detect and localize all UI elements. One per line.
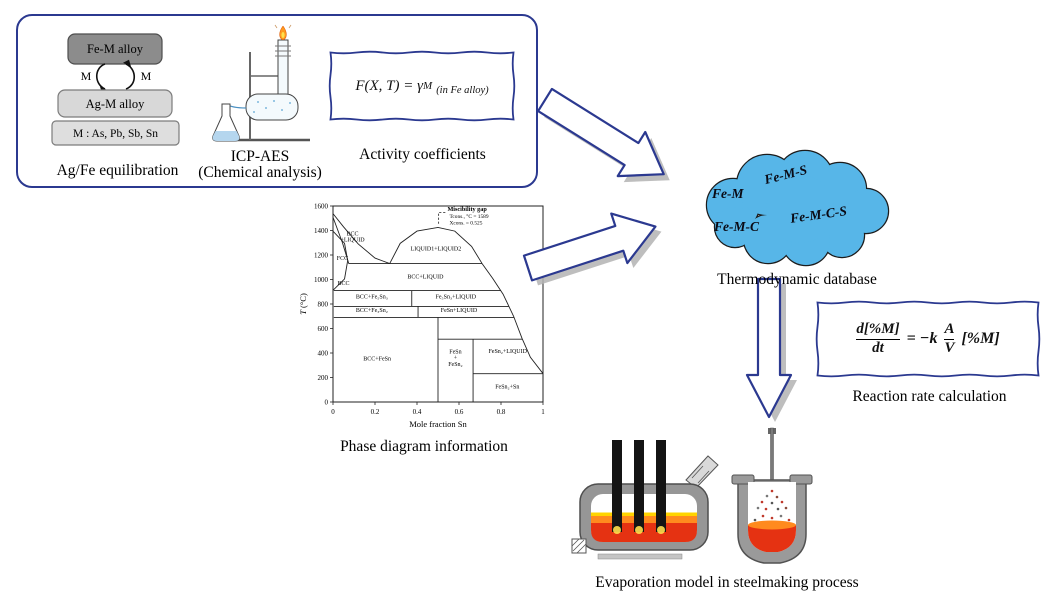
flow-arrow-phase-to-database [522,212,662,286]
svg-text:0.2: 0.2 [371,408,380,416]
support-block [571,538,587,554]
region-label: BCC [337,281,349,287]
svg-text:0.4: 0.4 [413,408,422,416]
icp-aes-apparatus [212,24,310,142]
region-label: FeSn₂+LIQUID [488,349,527,355]
region-label: BCC+FeSn [363,356,391,362]
plasma-torch [277,39,289,97]
activity-box [328,50,516,122]
electrodes [612,440,666,534]
icp-caption-line1: ICP-AES [230,148,290,165]
svg-text:1400: 1400 [314,227,329,235]
furnace-platform [597,553,683,560]
region-label: Fe₅Sn₃+LIQUID [436,294,477,300]
induction-coil [275,45,291,57]
phase-diagram: 0 0.2 0.4 0.6 0.8 1 0 200 400 600 800 1000 1200 1400 1… [298,203,545,430]
rate-box-border [815,300,1041,378]
miscibility-bracket [438,211,446,224]
flame-icon [274,24,292,41]
exchange-arrows-icon [95,59,136,94]
svg-text:200: 200 [318,374,329,382]
boundary-miscibility-dome [389,226,483,264]
database-item-fe-m-c: Fe-M-C [714,219,759,234]
ag-m-alloy-label: Ag-M alloy [86,97,145,111]
svg-text:800: 800 [318,301,329,309]
equilibration-caption: Ag/Fe equilibration [56,162,179,179]
activity-box-border [328,50,516,122]
sample-flask-icon [212,103,240,142]
activity-formula-note: (in Fe alloy) [436,84,489,96]
svg-text:0: 0 [331,408,335,416]
arc-furnace-illustration [571,440,719,560]
region-label: BCC+LIQUID [341,231,366,243]
equilibration-schematic: Fe-M alloy M M Ag-M alloy M : As, Pb, Sb… [51,33,180,146]
rate-equals-term: = −k [906,330,938,347]
x-axis-label: Mole fraction Sn [409,419,467,429]
ag-m-alloy-box [57,89,173,118]
fe-m-alloy-label: Fe-M alloy [87,42,144,56]
svg-text:0: 0 [325,399,329,407]
experiment-panel [16,14,538,188]
database-cloud-icon [705,149,890,267]
svg-text:400: 400 [318,350,329,358]
activity-formula-sub: M [423,80,433,92]
m-definition-label: M : As, Pb, Sb, Sn [73,128,158,140]
y-axis-label: T (°C) [298,293,308,315]
database-caption: Thermodynamic database [717,271,877,288]
miscibility-line2: Xcons. = 0.525 [449,221,482,227]
miscibility-title: Miscibility gap [447,206,487,213]
region-label: FeSn₂+Sn [495,384,519,390]
ladle-rim-right [789,474,813,485]
svg-text:0.8: 0.8 [497,408,506,416]
m-definition-box [51,120,180,146]
boundary-liquidus-left [332,213,390,264]
bottom-caption: Evaporation model in steelmaking process [595,574,859,591]
phase-diagram-caption: Phase diagram information [340,438,508,455]
exchange-left-label: M [81,69,92,83]
rate-equation: d[%M] dt = −k A V [%M] [815,300,1041,378]
ladle-illustration [731,427,813,564]
region-label: BCC+Fe₅Sn₃ [356,294,388,300]
boundary-liquidus-right [481,263,544,374]
fe-m-alloy-box [67,33,163,65]
ladle-melt [748,520,796,552]
region-label: BCC+Fe₃Sn₂ [356,308,388,314]
exchange-right-label: M [141,69,152,83]
miscibility-line1: Tcons., °C = 1589 [449,213,488,220]
database-item-fe-m: Fe-M [712,186,744,201]
spray-chamber [245,93,299,121]
evaporation-sparks [753,489,791,522]
region-label: FeSn+LIQUID [441,308,478,314]
svg-text:1600: 1600 [314,203,329,211]
ladle-rim-left [731,474,755,485]
activity-caption: Activity coefficients [359,146,486,163]
icp-caption-line2: (Chemical analysis) [198,164,322,181]
rate-tail-term: [%M] [961,330,1000,347]
flow-arrow-panel-to-database [537,87,670,183]
boundary-fcc-loop [332,230,349,291]
svg-text:1: 1 [541,408,545,416]
aerosol-dots [253,100,291,113]
activity-formula-main: F(X, T) = γ [355,77,424,94]
rate-equation-box [815,300,1041,378]
region-label: FCC [337,256,348,262]
rate-fraction-1: d[%M] dt [856,320,900,356]
region-label: FeSn+FeSn₂ [448,349,462,368]
charging-chute [685,455,719,489]
svg-text:1000: 1000 [314,276,329,284]
svg-text:600: 600 [318,325,329,333]
rate-caption: Reaction rate calculation [852,388,1007,405]
flow-arrow-database-to-model [745,277,797,422]
svg-text:0.6: 0.6 [455,408,464,416]
rate-fraction-2: A V [944,320,955,356]
region-label: LIQUID1+LIQUID2 [411,247,462,253]
region-label: BCC+LIQUID [407,274,444,280]
svg-text:1200: 1200 [314,252,329,260]
